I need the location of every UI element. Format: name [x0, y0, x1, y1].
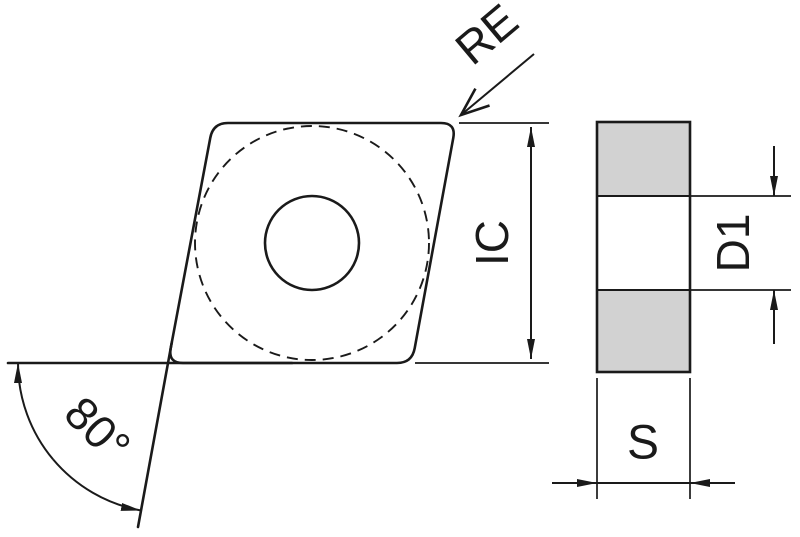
- thickness-label: S: [627, 417, 659, 470]
- side-outline: [595, 120, 692, 374]
- angle-arc-lower: [52, 458, 142, 512]
- side-bottom-band: [597, 290, 690, 372]
- edge-extension-line: [136, 340, 174, 529]
- angle-arc-upper: [14, 362, 54, 461]
- hole-diameter-label: D1: [707, 214, 759, 273]
- side-top-band: [597, 122, 690, 196]
- center-hole: [263, 194, 361, 292]
- inscribed-circle: [194, 125, 430, 361]
- inscribed-circle-label: IC: [466, 220, 518, 266]
- side-view: D1 S: [552, 120, 791, 499]
- insert-outline: [169, 121, 455, 365]
- side-middle-band: [597, 196, 690, 290]
- corner-radius-leader: [458, 53, 535, 118]
